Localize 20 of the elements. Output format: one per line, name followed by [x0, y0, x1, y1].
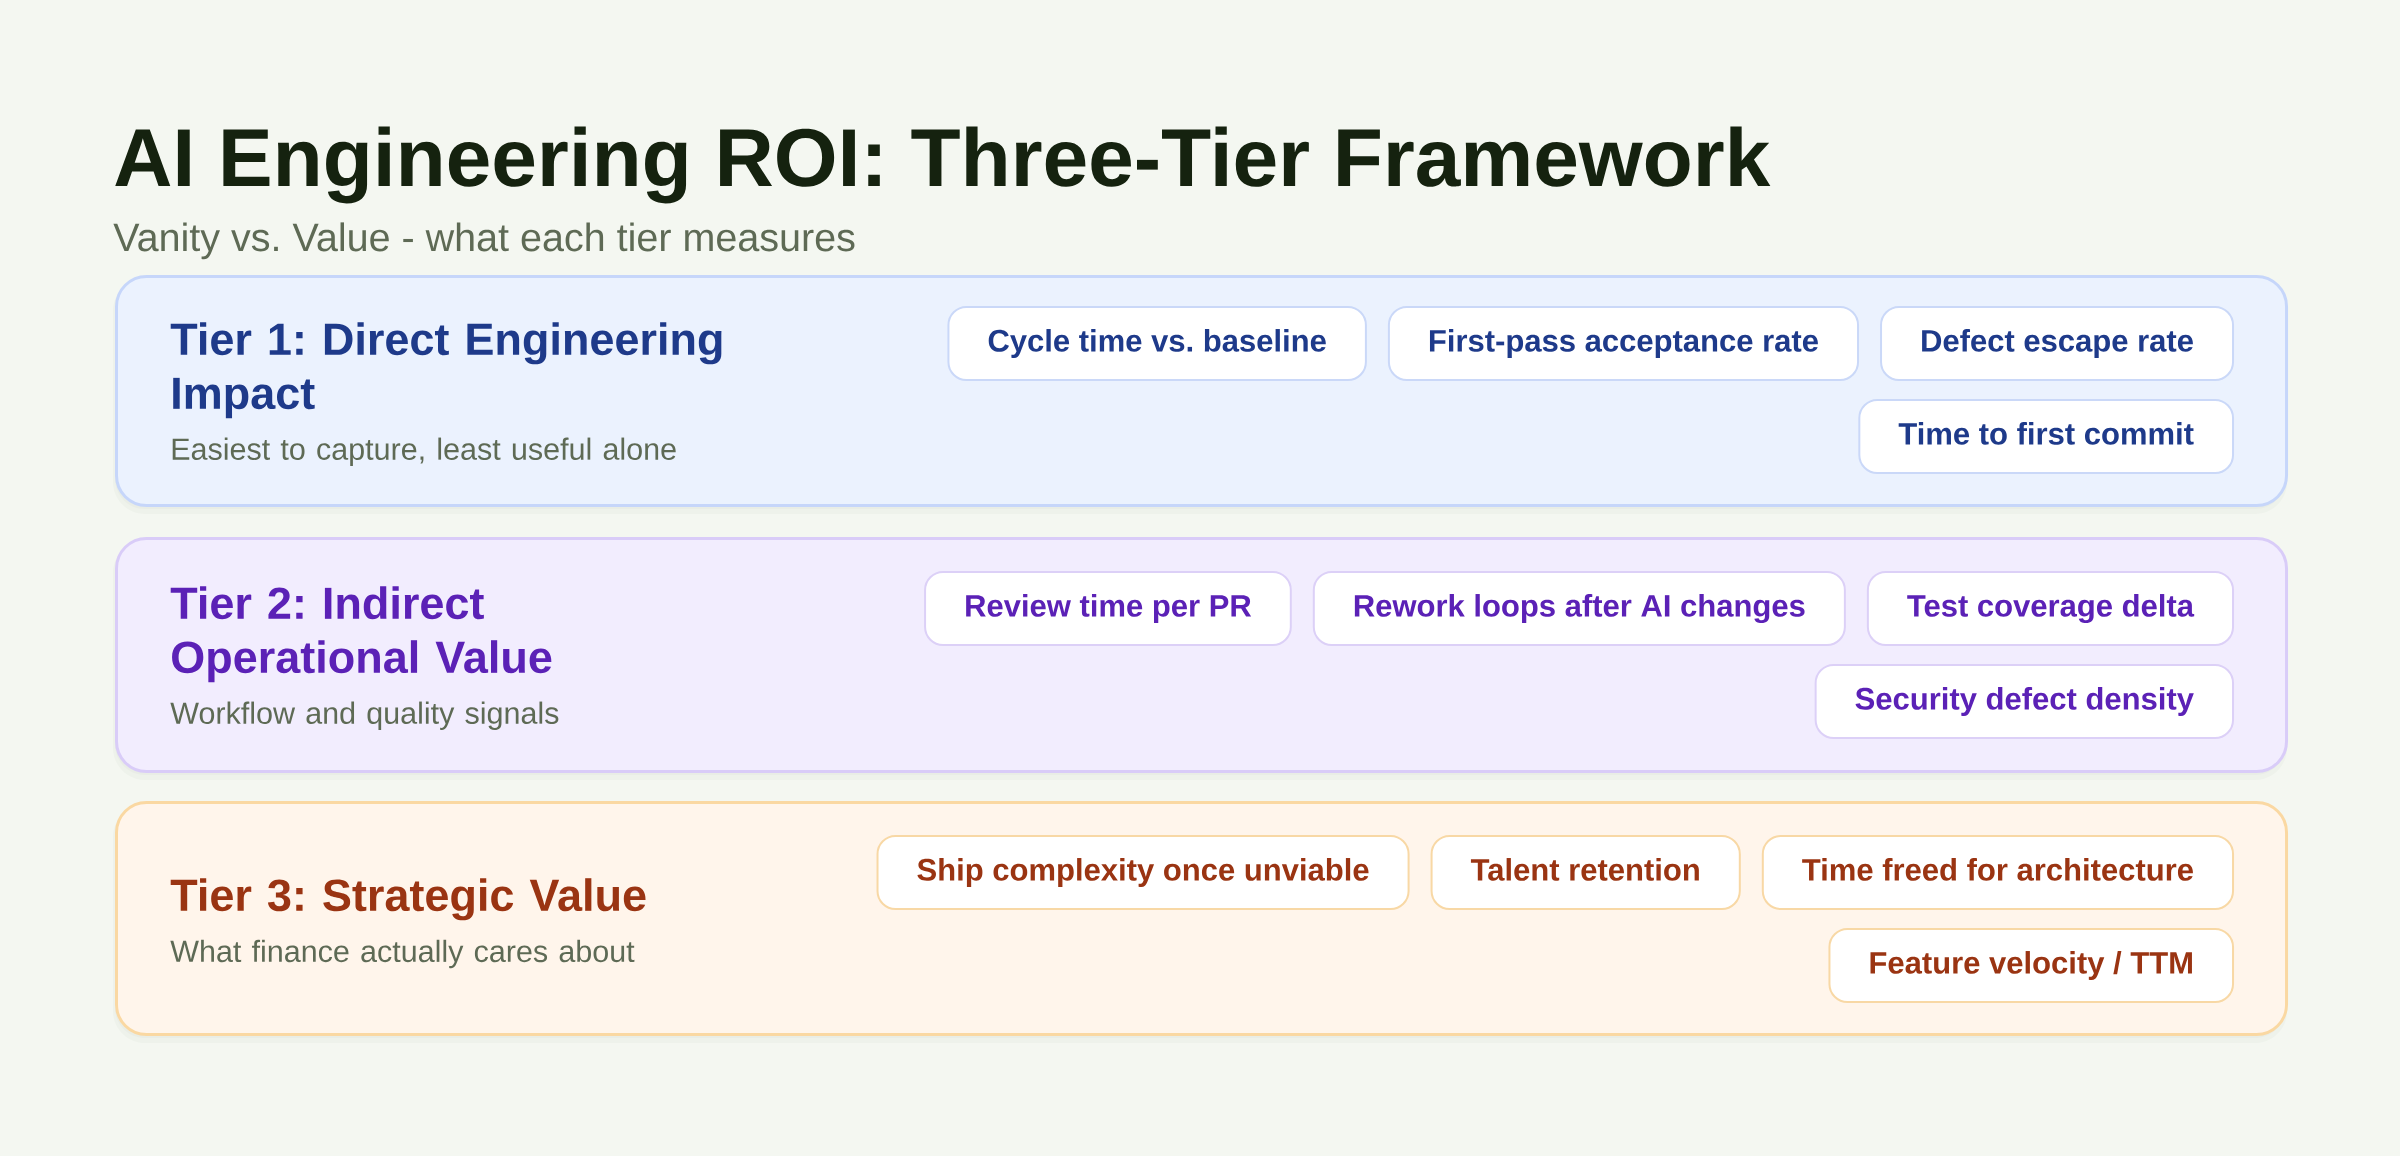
metric-pill: Cycle time vs. baseline [947, 306, 1367, 381]
metric-pill: Talent retention [1430, 835, 1741, 910]
metric-pill: First-pass acceptance rate [1387, 306, 1860, 381]
metric-pill: Defect escape rate [1880, 306, 2235, 381]
metric-pill: Time freed for architecture [1761, 835, 2235, 910]
metric-pill: Time to first commit [1858, 399, 2235, 474]
tier-heading: Tier 1: Direct Engineering Impact [170, 322, 722, 419]
title: AI Engineering ROI: Three-Tier Framework [115, 126, 1771, 204]
tier-description: What finance actually cares about [170, 939, 635, 969]
metric-pill: Test coverage delta [1866, 571, 2235, 646]
metric-pill: Feature velocity / TTM [1828, 928, 2235, 1003]
metric-pill: Ship complexity once unviable [876, 835, 1410, 910]
metric-pill: Review time per PR [924, 571, 1292, 646]
metric-pill: Security defect density [1814, 664, 2235, 739]
tier-description: Easiest to capture, least useful alone [172, 437, 676, 466]
metric-pill: Rework loops after AI changes [1312, 571, 1846, 646]
tier-heading: Tier 3: Strategic Value [170, 878, 646, 921]
tier-description: Workflow and quality signals [170, 701, 559, 730]
tier-heading: Tier 2: Indirect Operational Value [170, 586, 552, 683]
subtitle: Vanity vs. Value - what each tier measures [113, 222, 855, 260]
